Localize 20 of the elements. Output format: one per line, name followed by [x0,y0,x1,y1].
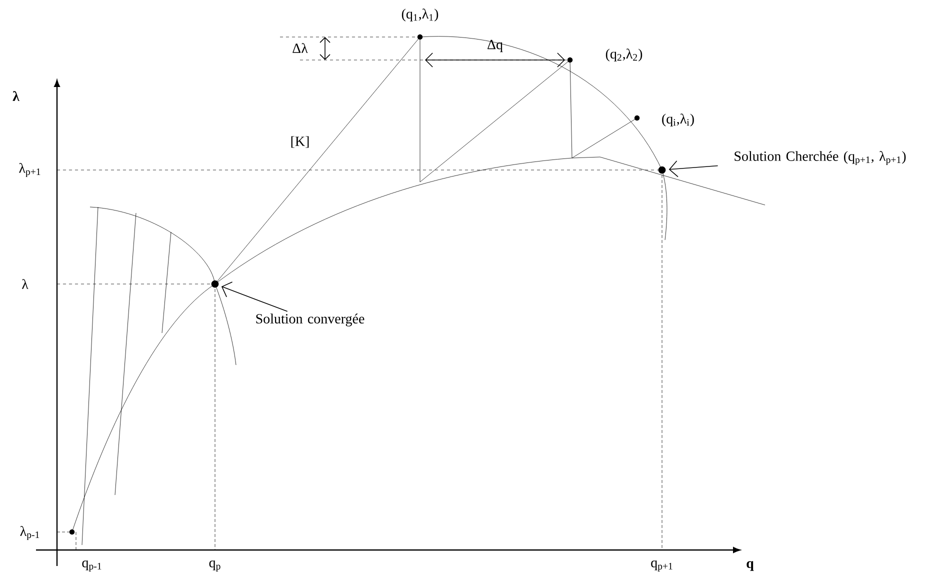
axis-label: Δq [488,40,503,52]
axis-label: (q$_{1}$,λ$_{1}$) [402,8,438,22]
solution-point [658,166,666,174]
axis-label: Δλ [292,43,308,53]
axis-label: λ [22,279,28,289]
annotation-text: Solution Cherchée (q$_{p+1}$, λ$_{p+1}$) [734,150,906,166]
axis-label: q [746,561,754,571]
arrow [221,282,288,312]
axis-label: q$_{p-1}$ [82,560,102,572]
axis-label: λ$_{p-1}$ [20,526,40,540]
axis-label: [K] [291,136,309,148]
axis-label: q$_{p+1}$ [651,560,672,572]
axis-label: λ$_{p+1}$ [19,162,40,178]
axis-label: q$_{p}$ [209,560,220,572]
axis-label: (q$_{2}$,λ$_{2}$) [606,48,642,62]
annotation-text: Solution convergée [256,314,364,326]
axis-label: λ [12,91,20,101]
axis-label: (q$_{i}$,λ$_{i}$) [662,114,694,126]
arrow [668,160,718,178]
solution-point [211,280,219,288]
